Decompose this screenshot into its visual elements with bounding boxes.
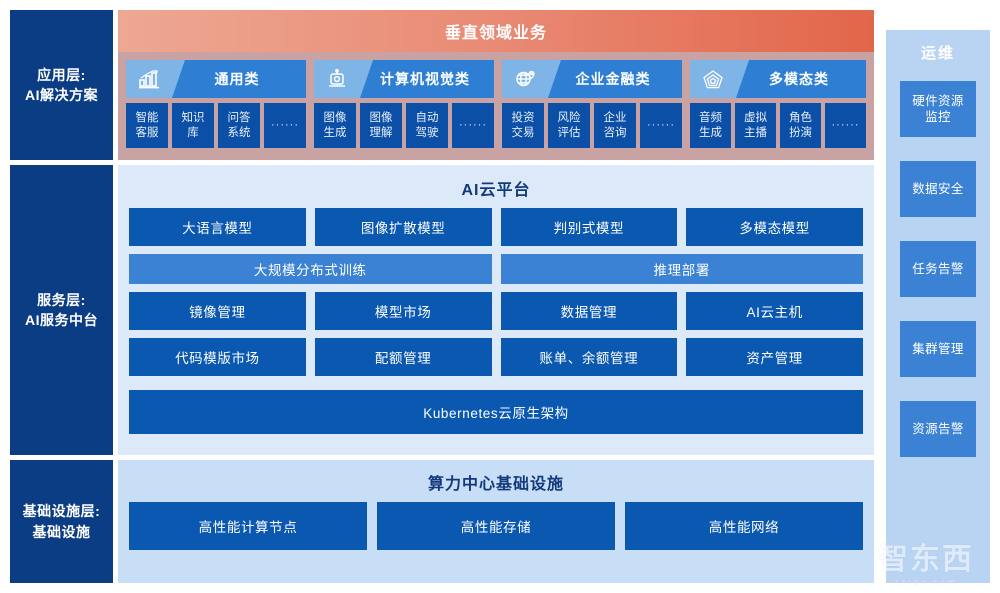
model-row: 大语言模型 图像扩散模型 判别式模型 多模态模型 <box>129 208 863 246</box>
application-layer-panel: 垂直领域业务 通用类 智能客服 知识库 问答系统 ······ <box>118 10 874 160</box>
chip-row-enterprise-finance: 投资交易 风险评估 企业咨询 ······ <box>502 103 682 148</box>
sidebar-item-cluster-management[interactable]: 集群管理 <box>900 321 976 377</box>
service-box[interactable]: 配额管理 <box>314 338 492 376</box>
chip-item-more[interactable]: ······ <box>640 103 682 148</box>
category-header-computer-vision[interactable]: 计算机视觉类 <box>314 60 494 98</box>
service-box[interactable]: 代码模版市场 <box>129 338 306 376</box>
service-box[interactable]: 推理部署 <box>500 254 863 284</box>
service-box[interactable]: 模型市场 <box>314 292 492 330</box>
chip-item[interactable]: 问答系统 <box>218 103 260 148</box>
infrastructure-layer-panel: 算力中心基础设施 高性能计算节点 高性能存储 高性能网络 <box>118 460 874 583</box>
chip-item[interactable]: 风险评估 <box>548 103 590 148</box>
infrastructure-box[interactable]: 高性能网络 <box>625 502 863 550</box>
chip-item[interactable]: 图像生成 <box>314 103 356 148</box>
compute-row: 大规模分布式训练 推理部署 <box>129 254 863 284</box>
category-header-general[interactable]: 通用类 <box>126 60 306 98</box>
chip-item-more[interactable]: ······ <box>452 103 494 148</box>
service-layer-title: AI云平台 <box>461 182 531 199</box>
category-header-enterprise-finance[interactable]: 企业金融类 <box>502 60 682 98</box>
service-row-2: 代码模版市场 配额管理 账单、余额管理 资产管理 <box>129 338 863 376</box>
service-box[interactable]: 大语言模型 <box>129 208 306 246</box>
chip-row-general: 智能客服 知识库 问答系统 ······ <box>126 103 306 148</box>
service-layer-panel: AI云平台 大语言模型 图像扩散模型 判别式模型 多模态模型 大规模分布式训练 … <box>118 165 874 455</box>
chip-item[interactable]: 投资交易 <box>502 103 544 148</box>
layer-label-application: 应用层:AI解决方案 <box>10 10 113 160</box>
category-group-general: 通用类 智能客服 知识库 问答系统 ······ <box>126 60 306 160</box>
service-box[interactable]: 镜像管理 <box>129 292 306 330</box>
infrastructure-box[interactable]: 高性能计算节点 <box>129 502 367 550</box>
service-box[interactable]: 大规模分布式训练 <box>129 254 492 284</box>
globe-pin-icon <box>502 60 561 98</box>
operations-title: 运维 <box>920 45 955 62</box>
service-box[interactable]: 多模态模型 <box>686 208 863 246</box>
sidebar-item-task-alert[interactable]: 任务告警 <box>900 241 976 297</box>
service-box[interactable]: 判别式模型 <box>500 208 678 246</box>
chip-item-more[interactable]: ······ <box>264 103 306 148</box>
chip-row-computer-vision: 图像生成 图像理解 自动驾驶 ······ <box>314 103 494 148</box>
chip-item[interactable]: 智能客服 <box>126 103 168 148</box>
layer-label-infrastructure: 基础设施层:基础设施 <box>10 460 113 583</box>
vertical-domain-business-banner: 垂直领域业务 <box>118 10 874 52</box>
sidebar-item-hardware-monitoring[interactable]: 硬件资源监控 <box>900 81 976 137</box>
pentagon-icon <box>690 60 749 98</box>
category-title-multimodal: 多模态类 <box>769 71 829 87</box>
category-title-enterprise-finance: 企业金融类 <box>575 71 651 87</box>
kubernetes-row: Kubernetes云原生架构 <box>129 390 863 434</box>
service-box[interactable]: AI云主机 <box>686 292 863 330</box>
category-group-computer-vision: 计算机视觉类 图像生成 图像理解 自动驾驶 ······ <box>314 60 494 160</box>
infrastructure-title: 算力中心基础设施 <box>427 476 564 493</box>
operations-sidebar: 运维 硬件资源监控 数据安全 任务告警 集群管理 资源告警 <box>886 30 990 583</box>
category-group-enterprise-finance: 企业金融类 投资交易 风险评估 企业咨询 ······ <box>502 60 682 160</box>
category-header-multimodal[interactable]: 多模态类 <box>690 60 866 98</box>
chip-item[interactable]: 图像理解 <box>360 103 402 148</box>
service-box[interactable]: 账单、余额管理 <box>500 338 678 376</box>
sidebar-item-data-security[interactable]: 数据安全 <box>900 161 976 217</box>
service-box[interactable]: 图像扩散模型 <box>314 208 492 246</box>
category-group-multimodal: 多模态类 音频生成 虚拟主播 角色扮演 ······ <box>690 60 866 160</box>
chip-item[interactable]: 音频生成 <box>690 103 731 148</box>
service-box[interactable]: 资产管理 <box>686 338 863 376</box>
service-row-1: 镜像管理 模型市场 数据管理 AI云主机 <box>129 292 863 330</box>
layer-label-service: 服务层:AI服务中台 <box>10 165 113 455</box>
kubernetes-box[interactable]: Kubernetes云原生架构 <box>129 390 863 434</box>
infrastructure-row: 高性能计算节点 高性能存储 高性能网络 <box>129 502 863 550</box>
chip-item[interactable]: 角色扮演 <box>780 103 821 148</box>
camera-robot-icon <box>314 60 373 98</box>
infrastructure-box[interactable]: 高性能存储 <box>377 502 615 550</box>
category-title-general: 通用类 <box>214 71 260 87</box>
chip-item[interactable]: 知识库 <box>172 103 214 148</box>
chip-item-more[interactable]: ······ <box>825 103 866 148</box>
chip-item[interactable]: 企业咨询 <box>594 103 636 148</box>
category-title-computer-vision: 计算机视觉类 <box>380 71 470 87</box>
chip-item[interactable]: 自动驾驶 <box>406 103 448 148</box>
chip-row-multimodal: 音频生成 虚拟主播 角色扮演 ······ <box>690 103 866 148</box>
bar-chart-icon <box>126 60 185 98</box>
chip-item[interactable]: 虚拟主播 <box>735 103 776 148</box>
service-box[interactable]: 数据管理 <box>500 292 678 330</box>
sidebar-item-resource-alert[interactable]: 资源告警 <box>900 401 976 457</box>
